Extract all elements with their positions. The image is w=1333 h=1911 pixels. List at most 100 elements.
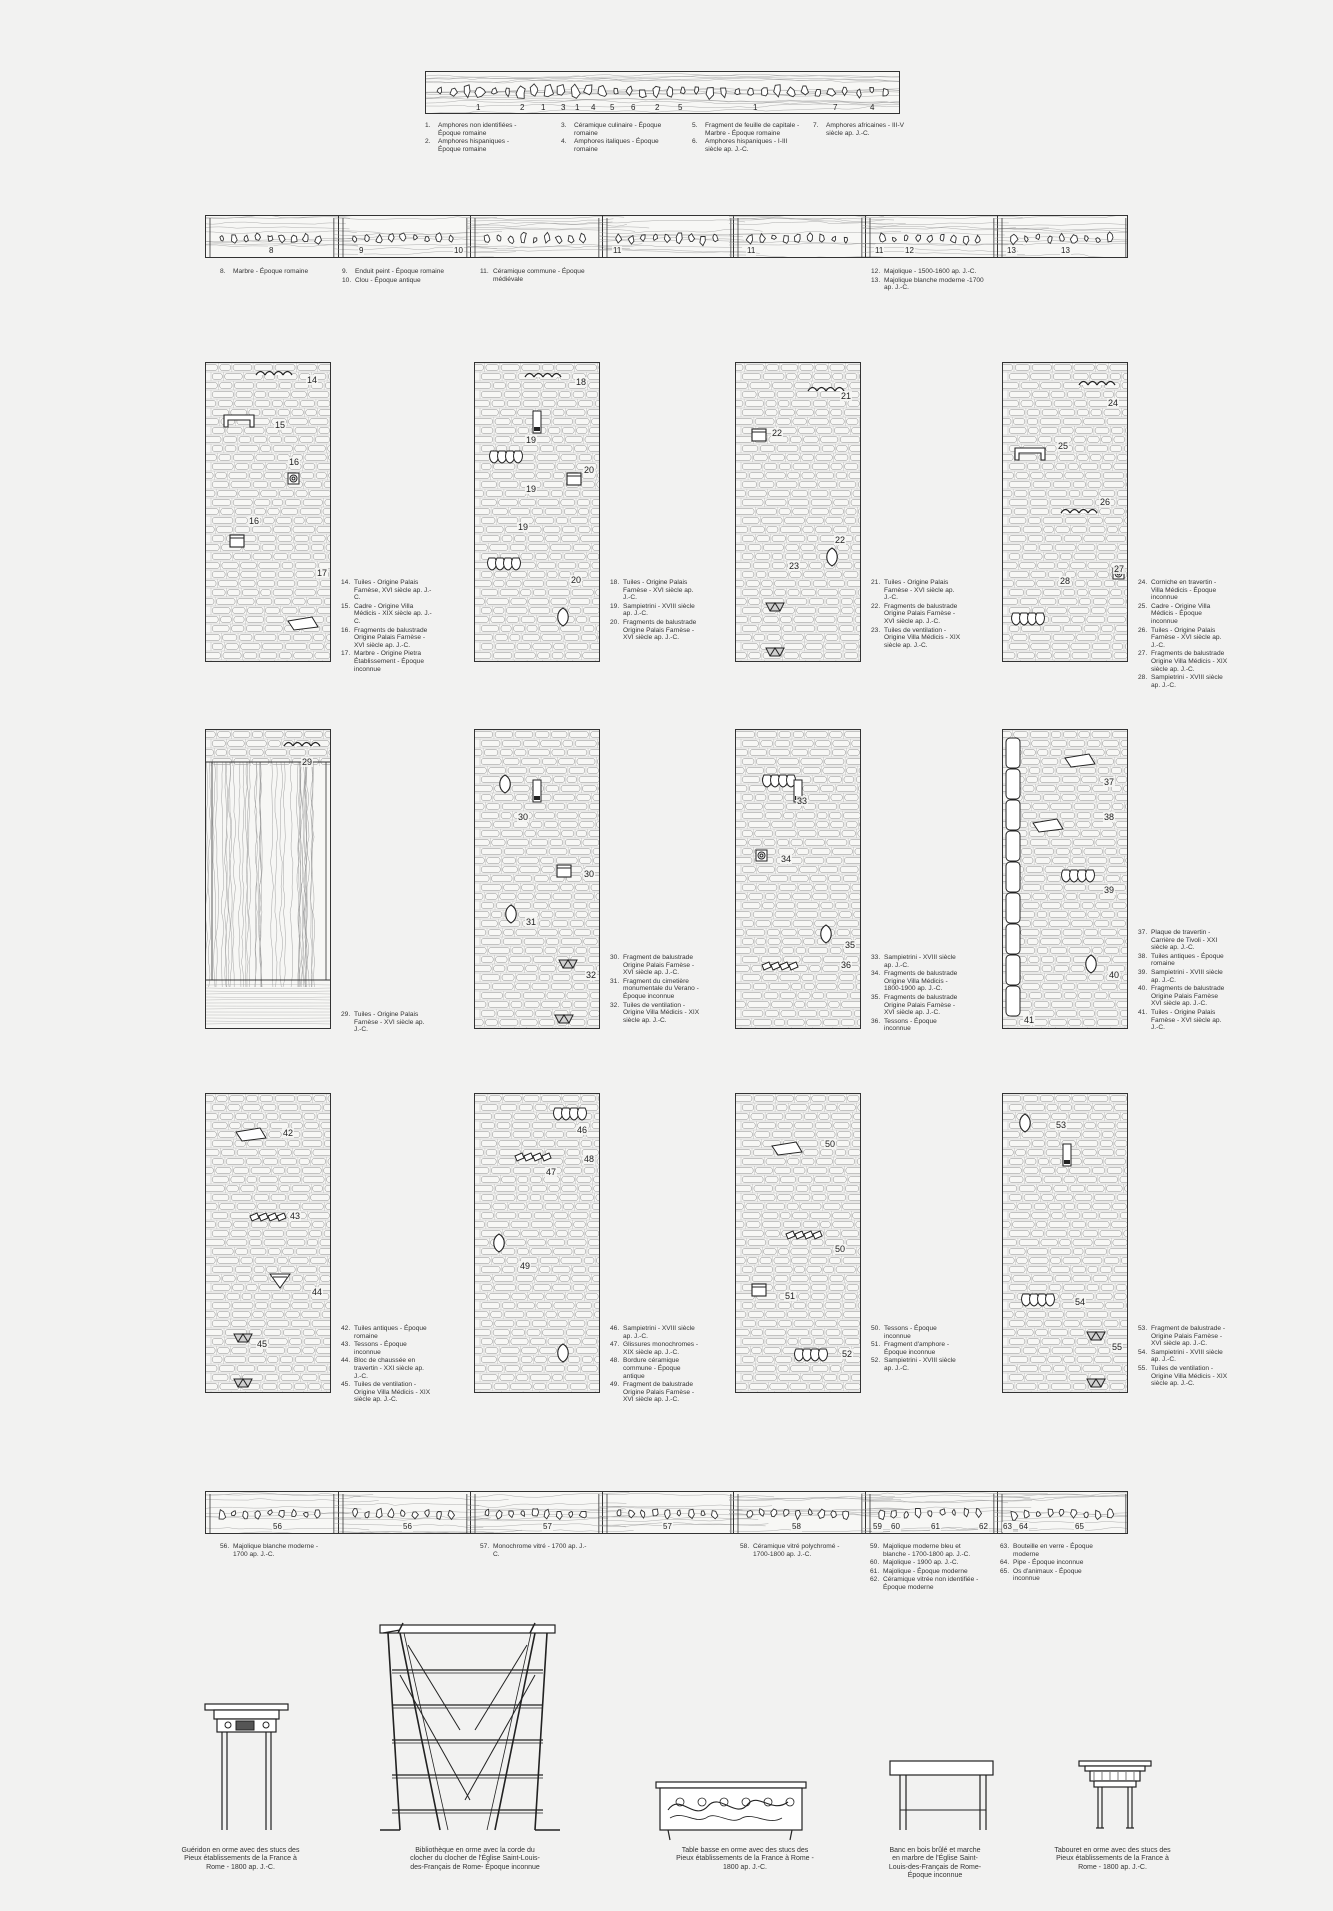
strip-segment-number: 10 (453, 246, 464, 256)
panel-legend: 14.Tuiles - Origine Palais Farnèse, XVI … (341, 579, 433, 674)
legend-item: 58.Céramique vitré polychromé - 1700-180… (740, 1543, 850, 1558)
panel-item-number: 42 (282, 1128, 295, 1138)
legend-item-text: Fragment de balustrade - Origine Palais … (1151, 1325, 1226, 1348)
strip-segment (993, 216, 1127, 257)
wood-grain-texture (993, 1492, 1127, 1533)
wood-grain-texture (206, 1492, 379, 1533)
legend-item-text: Tuiles antiques - Époque romaine (354, 1325, 427, 1340)
legend-item-text: Majolique blanche moderne -1700 ap. J.-C… (884, 276, 984, 292)
panel-item-number: 35 (844, 940, 857, 950)
legend-item-number: 19. (610, 602, 620, 610)
legend-item-number: 2. (425, 138, 431, 146)
legend-item-text: Fragments de balustrade Origine Palais F… (884, 602, 958, 625)
legend-item: 32.Tuiles de ventilation - Origine Villa… (610, 1002, 702, 1025)
legend-item: 33.Sampietrini - XVIII siècle ap. J.-C. (871, 954, 963, 969)
legend-item-text: Majolique - 1500-1600 ap. J.-C. (884, 268, 977, 275)
legend-item: 45.Tuiles de ventilation - Origine Villa… (341, 1381, 433, 1404)
panel-item-number: 55 (1111, 1342, 1124, 1352)
top-legend-block: 7.Amphores africaines - III-V siècle ap.… (813, 122, 921, 138)
legend-item-number: 41. (1138, 1008, 1148, 1016)
legend-item-text: Sampietrini - XVIII siècle ap. J.-C. (623, 602, 695, 618)
panel-item-number: 51 (784, 1291, 797, 1301)
legend-item-text: Sampietrini - XVIII siècle ap. J.-C. (623, 1325, 695, 1340)
legend-item: 5.Fragment de feuille de capitale - Marb… (692, 122, 800, 137)
panel-item-number: 30 (517, 812, 530, 822)
legend-item-number: 9. (342, 268, 348, 275)
legend-item-text: Amphores africaines - III-V siècle ap. J… (826, 122, 905, 137)
top-strip-number: 2 (520, 103, 525, 112)
legend-item-text: Tessons - Époque inconnue (884, 1325, 937, 1340)
strip-segment-number: 13 (1060, 246, 1071, 256)
legend-item-number: 43. (341, 1341, 351, 1349)
top-strip-number: 5 (610, 103, 615, 112)
panel-item-number: 26 (1099, 497, 1112, 507)
brick-wall-texture (1003, 730, 1127, 1028)
legend-item-text: Tuiles - Origine Palais Farnèse - XVI si… (623, 579, 694, 602)
legend-item: 18.Tuiles - Origine Palais Farnèse - XVI… (610, 579, 702, 602)
legend-item-text: Fragment de balustrade Origine Palais Fa… (623, 954, 695, 977)
strip-segment-number: 8 (268, 246, 275, 256)
legend-item: 41.Tuiles - Origine Palais Farnèse - XVI… (1138, 1009, 1230, 1032)
brick-wall-texture (1003, 1094, 1127, 1392)
panel-item-number: 31 (525, 917, 538, 927)
wall-panel: 29 (205, 729, 331, 1029)
legend-item: 27.Fragments de balustrade Origine Villa… (1138, 650, 1230, 673)
strip-segment-number: 13 (1006, 246, 1017, 256)
legend-item-text: Fragments de balustrade Origine Palais F… (884, 993, 958, 1017)
wood-grain-texture (993, 216, 1127, 257)
strip-3-legend-block: 58.Céramique vitré polychromé - 1700-180… (740, 1543, 850, 1559)
legend-item-text: Sampietrini - XVIII siècle ap. J.-C. (1151, 968, 1223, 984)
panel-item-number: 40 (1108, 970, 1121, 980)
legend-item-text: Fragment de balustrade Origine Palais Fa… (623, 1381, 695, 1404)
top-strip-number: 7 (833, 103, 838, 112)
top-strip-number: 4 (591, 103, 596, 112)
legend-item-text: Bloc de chaussée en travertin - XXI sièc… (354, 1357, 424, 1380)
brick-wall-texture (1003, 363, 1127, 661)
legend-item: 50.Tessons - Époque inconnue (871, 1325, 963, 1340)
legend-item: 22.Fragments de balustrade Origine Palai… (871, 603, 963, 626)
legend-item-number: 21. (871, 579, 881, 586)
strip-segment (206, 1492, 379, 1533)
strip-segment-number: 59 (872, 1522, 883, 1532)
brick-wall-texture (736, 363, 860, 661)
strip-segment-number: 11 (874, 246, 885, 256)
panel-item-number: 52 (841, 1349, 854, 1359)
panel-item-number: 50 (834, 1244, 847, 1254)
legend-item: 59.Majolique moderne bleu et blanche - 1… (870, 1543, 980, 1558)
wood-grain-texture (333, 1494, 522, 1533)
legend-item: 31.Fragment du cimetière monumentale du … (610, 978, 702, 1001)
legend-item-text: Fragments de balustrade Origine Palais F… (1151, 985, 1225, 1008)
strip-segment-number: 57 (542, 1522, 553, 1532)
legend-item: 24.Corniche en travertin - Villa Médicis… (1138, 579, 1230, 602)
strip-segment (465, 1492, 637, 1533)
legend-item: 65.Os d'animaux - Époque inconnue (1000, 1568, 1110, 1583)
legend-item: 9.Enduit peint - Époque romaine (342, 268, 457, 276)
panel-item-number: 36 (840, 960, 853, 970)
legend-item: 62.Céramique vitrée non identifiée - Épo… (870, 1576, 980, 1591)
legend-item-number: 50. (871, 1325, 881, 1332)
legend-item-text: Tuiles de ventilation - Origine Villa Mé… (884, 626, 961, 649)
legend-item: 12.Majolique - 1500-1600 ap. J.-C. (871, 268, 986, 276)
legend-item-text: Fragments de balustrade Origine Villa Mé… (1151, 650, 1228, 673)
strip-segment (465, 216, 649, 257)
strip-2-legend-block: 11.Céramique commune - Époque médiévale (480, 268, 595, 284)
legend-item: 47.Glissures monochromes - XIX siècle ap… (610, 1341, 702, 1356)
legend-item-number: 8. (220, 268, 226, 275)
top-strip-number: 1 (575, 103, 580, 112)
strip-3-legend-block: 59.Majolique moderne bleu et blanche - 1… (870, 1543, 980, 1593)
legend-item-text: Amphores hispaniques - I-III siècle ap. … (705, 138, 788, 153)
legend-item-number: 10. (342, 276, 352, 284)
panel-legend: 29.Tuiles - Origine Palais Farnèse - XVI… (341, 1011, 433, 1035)
legend-item: 10.Clou - Époque antique (342, 277, 457, 285)
legend-item-number: 63. (1000, 1543, 1010, 1550)
legend-item: 29.Tuiles - Origine Palais Farnèse - XVI… (341, 1011, 433, 1034)
legend-item: 38.Tuiles antiques - Époque romaine (1138, 953, 1230, 968)
panel-item-number: 27 (1113, 564, 1126, 574)
top-strip-number: 6 (631, 103, 636, 112)
panel-legend: 30.Fragment de balustrade Origine Palais… (610, 954, 702, 1025)
strip-segment-number: 11 (746, 246, 757, 256)
